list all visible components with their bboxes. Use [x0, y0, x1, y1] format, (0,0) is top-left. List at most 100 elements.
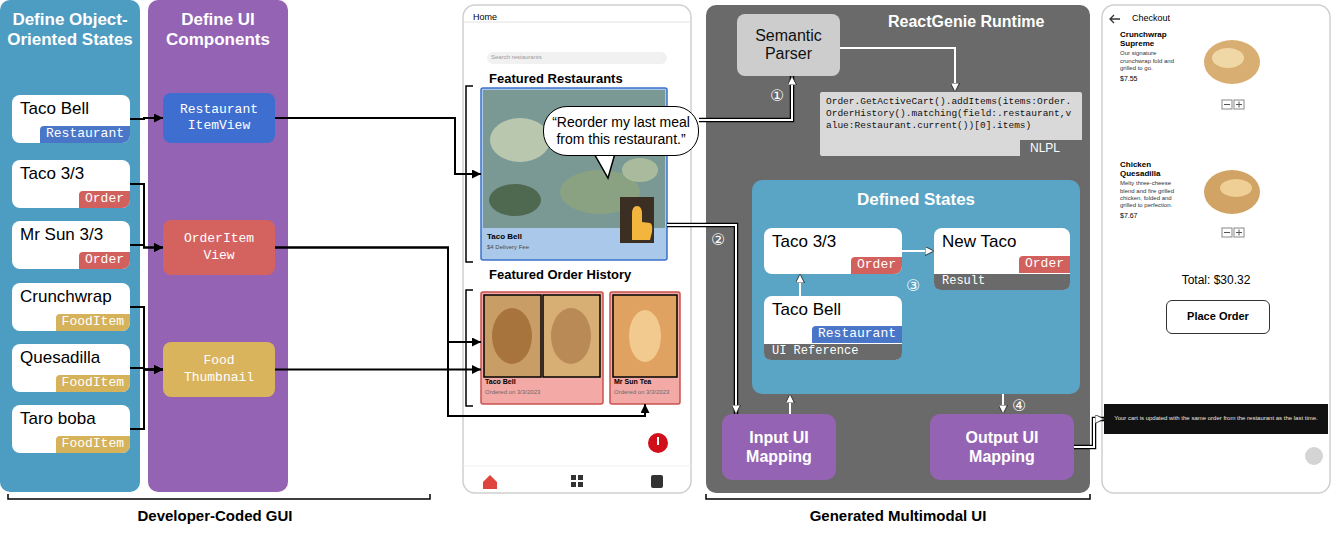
connector	[275, 248, 645, 417]
panel-title: Define UI Components	[152, 10, 284, 49]
connector	[902, 250, 934, 252]
connector-casing	[667, 225, 736, 414]
order-card: Taco BellOrdered on 3/3/2023	[481, 292, 603, 404]
cart-item: Chicken QuesadillaMelty three-cheese ble…	[1116, 156, 1266, 256]
state-box: Taro bobaFoodItem	[12, 405, 130, 453]
connector-casing	[699, 76, 792, 120]
connector	[130, 307, 163, 370]
card-title: Mr Sun Tea	[614, 378, 651, 386]
type-tag: FoodItem	[56, 375, 130, 392]
component-name: Restaurant ItemView	[169, 102, 269, 135]
group-bracket	[706, 494, 1090, 499]
code-box: Order.GetActiveCart().addItems(items:Ord…	[820, 92, 1082, 156]
food-image	[1204, 170, 1260, 214]
states-container-fill	[752, 180, 1080, 394]
role-tag: UI Reference	[764, 344, 902, 360]
callout-number: ①	[770, 86, 784, 105]
connector-group	[667, 225, 736, 414]
card-subtitle: $4 Delivery Fee	[487, 244, 529, 251]
phone-screen: CheckoutTotal: $30.32Crunchwrap SupremeO…	[1102, 5, 1330, 493]
utterance: “Reorder my last meal from this restaura…	[550, 114, 692, 148]
card-title: Taco Bell	[487, 232, 522, 242]
callout-number: ④	[1012, 396, 1026, 415]
food-thumbnail	[629, 310, 661, 362]
connector	[130, 245, 163, 248]
state-name: Taco Bell	[20, 99, 89, 119]
food-photo	[490, 118, 550, 162]
runtime-panel-fill	[706, 5, 1090, 493]
type-tag: Order	[79, 191, 130, 208]
callout-number: ②	[711, 230, 725, 249]
connector	[275, 118, 481, 174]
module-name: Output UI Mapping	[938, 428, 1066, 466]
connector-group	[130, 307, 163, 370]
total-price: Total: $30.32	[1182, 273, 1251, 287]
food-image	[1204, 40, 1260, 84]
group-label: Developer-Coded GUI	[65, 507, 365, 525]
card-subtitle: Ordered on 3/3/2023	[614, 389, 669, 396]
state-box: Mr Sun 3/3Order	[12, 221, 130, 269]
type-tag: FoodItem	[56, 314, 130, 331]
connector	[130, 184, 163, 248]
speech-bubble: “Reorder my last meal from this restaura…	[543, 106, 699, 156]
nav-icon	[571, 482, 576, 487]
card-title: Taco Bell	[485, 378, 516, 386]
item-price: $7.67	[1120, 212, 1138, 220]
state-box: Taco BellRestaurant	[12, 95, 130, 143]
food-photo	[622, 158, 658, 182]
connector-group	[840, 48, 955, 92]
component-box: Restaurant ItemView	[163, 93, 275, 143]
back-arrow	[1110, 15, 1120, 23]
module-name: Input UI Mapping	[730, 428, 828, 466]
connector	[667, 225, 736, 414]
connector	[699, 76, 792, 120]
panel-title: Defined States	[857, 190, 975, 210]
state-box: CrunchwrapFoodItem	[12, 283, 130, 331]
hand-icon	[620, 197, 654, 243]
search-bar	[487, 52, 667, 64]
section-heading: Featured Restaurants	[489, 71, 623, 87]
connector-casing	[1074, 419, 1104, 447]
item-description: Melty three-cheese blend and fire grille…	[1120, 180, 1186, 209]
card-subtitle: Ordered on 3/3/2023	[485, 389, 540, 396]
state-box: New TacoOrderResult	[934, 228, 1070, 290]
food-image	[1220, 179, 1252, 197]
state-name: Taco Bell	[772, 300, 841, 320]
type-tag: Order	[1019, 256, 1070, 273]
parser-box: Semantic Parser	[737, 14, 840, 76]
bracket	[466, 290, 473, 406]
top-bar-rule	[463, 22, 691, 23]
nlpl-code: Order.GetActiveCart().addItems(items:Ord…	[826, 96, 1076, 132]
type-tag: Restaurant	[40, 126, 130, 143]
toast-message: Your cart is updated with the same order…	[1114, 415, 1318, 423]
component-box: Food Thumbnail	[163, 342, 275, 397]
hand-icon	[632, 206, 652, 240]
food-thumbnail	[613, 295, 677, 377]
state-box: Taco BellRestaurantUI Reference	[764, 296, 902, 360]
order-card-fill	[481, 292, 603, 404]
states-panel: Define Object-Oriented StatesTaco BellRe…	[0, 0, 140, 492]
connector-group	[130, 370, 163, 430]
role-tag: Result	[934, 274, 1070, 290]
mic-button	[657, 437, 659, 445]
order-card-fill	[610, 292, 680, 404]
connector-group	[275, 248, 481, 343]
state-box: Taco 3/3Order	[12, 160, 130, 208]
item-description: Our signature crunchwrap fold and grille…	[1120, 50, 1186, 72]
place-order-button: Place Order	[1166, 300, 1270, 334]
connector	[799, 274, 801, 296]
connector-group	[130, 118, 163, 119]
component-name: OrderItem View	[169, 231, 269, 264]
item-name: Crunchwrap Supreme	[1120, 30, 1186, 48]
food-thumbnail	[492, 308, 532, 364]
nav-rule	[463, 466, 691, 467]
cart-item: Crunchwrap SupremeOur signature crunchwr…	[1116, 26, 1266, 124]
type-tag: Order	[851, 257, 902, 274]
food-thumbnail	[543, 295, 600, 377]
type-tag: Order	[79, 252, 130, 269]
connector	[275, 248, 481, 343]
section-heading: Featured Order History	[489, 267, 631, 283]
quantity-button	[1224, 230, 1242, 236]
runtime-panel: ReactGenie RuntimeSemantic ParserOrder.G…	[706, 5, 1090, 493]
phone-screen: HomeSearch restaurantsFeatured Restauran…	[463, 5, 691, 493]
